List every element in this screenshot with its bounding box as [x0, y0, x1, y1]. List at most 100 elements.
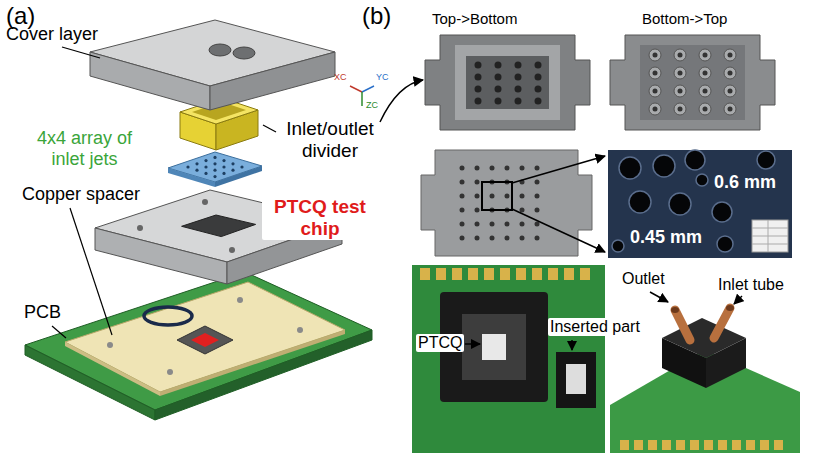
jet-plate-photo — [505, 222, 510, 227]
divider-photo-bottom — [678, 71, 683, 76]
jet-plate-photo — [535, 180, 540, 185]
divider-photo-top — [495, 74, 502, 81]
dimension-label: 0.45 mm — [630, 227, 702, 248]
divider-photo-bottom — [653, 89, 658, 94]
jet-plate-photo — [505, 236, 510, 241]
divider-photo-bottom — [699, 85, 711, 97]
divider-photo-top — [425, 35, 590, 130]
microscope-photo — [669, 193, 691, 215]
pcb-photo — [412, 265, 605, 453]
assembly-photo — [774, 440, 783, 450]
divider-photo-bottom — [674, 103, 686, 115]
zoom-arrow — [512, 209, 605, 252]
divider-photo-bottom — [674, 67, 686, 79]
divider-photo-bottom — [649, 67, 661, 79]
pcb-photo — [548, 268, 558, 280]
jet-plate-photo — [475, 180, 480, 185]
jet-plate — [213, 162, 216, 165]
divider-photo-bottom — [674, 85, 686, 97]
pcb-board — [25, 272, 372, 420]
part-label: Inlet tube — [718, 276, 784, 294]
part-label: Inserted part — [548, 318, 642, 336]
divider-photo-top — [495, 62, 502, 69]
divider-photo-bottom — [649, 85, 661, 97]
copper-spacer — [297, 327, 303, 333]
leader-line — [52, 326, 66, 338]
pcb-photo — [462, 314, 526, 380]
divider-photo-bottom — [653, 107, 658, 112]
part-label: PCB — [24, 302, 61, 323]
microscope-photo — [752, 228, 788, 229]
jet-plate-photo — [535, 236, 540, 241]
jet-plate — [222, 159, 225, 162]
divider-photo-bottom — [678, 53, 683, 58]
microscope-photo — [712, 202, 732, 222]
divider-photo-bottom — [724, 85, 736, 97]
jet-plate — [240, 165, 243, 168]
assembly-photo — [718, 440, 727, 450]
jet-plate-photo — [505, 194, 510, 199]
jet-plate — [215, 166, 262, 187]
jet-plate — [204, 165, 207, 168]
jet-plate-photo — [520, 166, 525, 171]
jet-plate-photo — [535, 166, 540, 171]
middle-layer — [182, 215, 256, 237]
divider-photo-bottom — [724, 103, 736, 115]
divider-photo-bottom — [703, 53, 708, 58]
divider-photo-top — [515, 74, 522, 81]
test-chip — [177, 326, 233, 354]
jet-plate — [168, 152, 262, 182]
jet-plate-photo — [475, 166, 480, 171]
divider-photo-bottom — [699, 103, 711, 115]
pcb-photo — [516, 268, 526, 280]
jet-plate-photo — [535, 208, 540, 213]
assembly-photo — [714, 308, 730, 338]
divider-photo-bottom — [728, 71, 733, 76]
pointer-arrow — [380, 80, 423, 122]
divider-photo-bottom — [653, 53, 658, 58]
jet-plate-photo — [520, 208, 525, 213]
jet-plate-photo — [490, 236, 495, 241]
part-label: 4x4 array of inlet jets — [22, 128, 147, 169]
assembly-photo — [704, 440, 713, 450]
divider-photo-bottom — [699, 49, 711, 61]
divider-photo-top — [495, 86, 502, 93]
jet-plate-photo — [421, 150, 592, 256]
microscope-photo — [685, 150, 705, 170]
divider-photo-top — [475, 86, 482, 93]
copper-spacer — [65, 342, 160, 396]
jet-plate-photo — [475, 236, 480, 241]
jet-plate — [213, 156, 216, 159]
jet-plate-photo — [535, 194, 540, 199]
assembly-photo — [690, 440, 699, 450]
microscope-photo — [752, 244, 788, 245]
pcb-photo — [452, 268, 462, 280]
dimension-label: 0.6 mm — [714, 172, 776, 193]
divider-photo-top — [535, 98, 542, 105]
middle-layer — [95, 228, 227, 284]
jet-plate-photo — [475, 208, 480, 213]
divider-photo-bottom — [703, 107, 708, 112]
jet-plate-photo — [460, 180, 465, 185]
pcb-photo — [556, 352, 596, 408]
assembly-photo — [760, 440, 769, 450]
divider-photo-top — [466, 56, 549, 109]
divider-photo-bottom — [728, 107, 733, 112]
assembly-photo — [671, 307, 679, 313]
pointer-arrow — [734, 296, 742, 304]
assembly-photo — [746, 440, 755, 450]
divider-photo-bottom — [699, 67, 711, 79]
copper-spacer — [237, 297, 243, 303]
middle-layer — [202, 199, 208, 205]
leader-line — [62, 47, 100, 58]
microscope-photo — [757, 151, 775, 169]
divider-photo-bottom — [703, 71, 708, 76]
leader-line — [70, 208, 112, 335]
zoom-frame — [482, 182, 512, 210]
microscope-photo — [608, 150, 792, 258]
middle-layer — [229, 247, 235, 253]
cover-layer — [210, 52, 335, 110]
pcb-photo — [412, 265, 605, 453]
o-ring — [144, 307, 192, 325]
divider-photo-bottom — [728, 53, 733, 58]
